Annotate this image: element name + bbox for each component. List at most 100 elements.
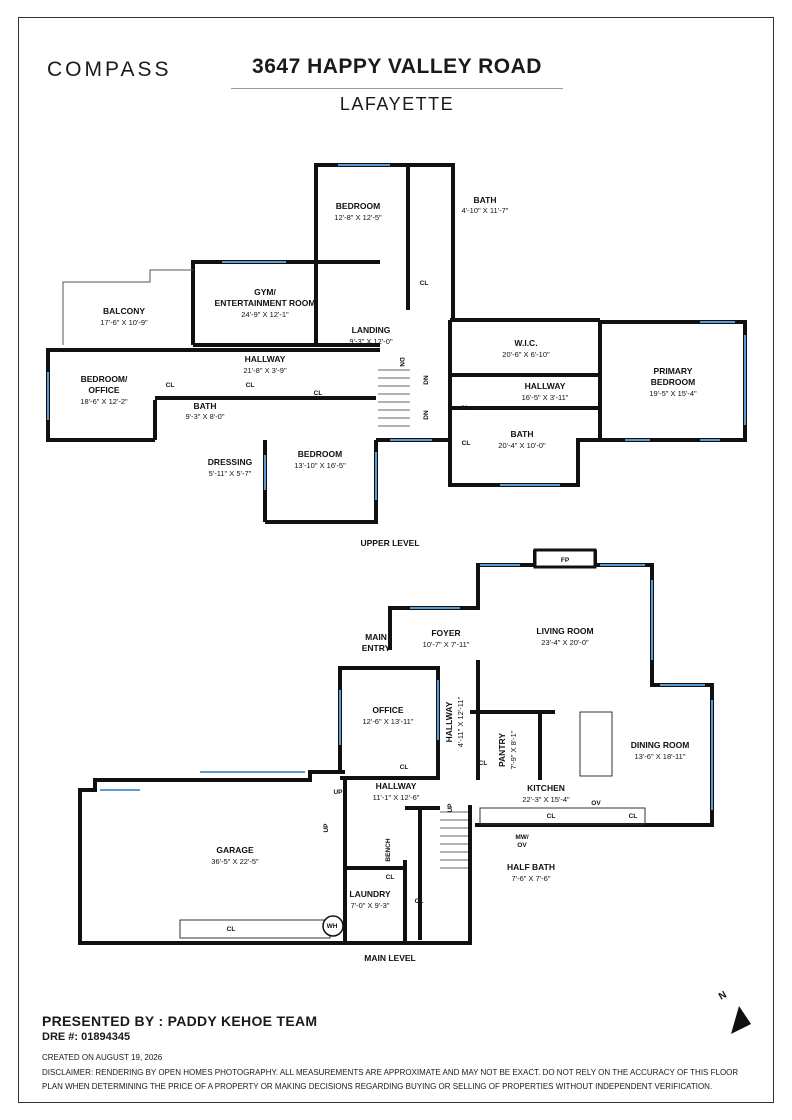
room-name-garage: GARAGE — [216, 845, 254, 855]
north-label: N — [717, 989, 729, 1002]
room-name-hallway-main: HALLWAY — [376, 781, 417, 791]
main-room-labels: MAIN ENTRY FOYER 10'-7" X 7'-11" LIVING … — [211, 557, 689, 963]
room-name-main-entry: MAIN — [365, 632, 387, 642]
closet-label: CL — [629, 813, 638, 820]
closet-label: CL — [400, 764, 409, 771]
room-name-bath-primary: BATH — [511, 429, 534, 439]
stair-up-label: UP — [447, 803, 454, 813]
room-dims-dressing: 5'-11" X 5'-7" — [209, 469, 252, 478]
presented-by: PRESENTED BY : PADDY KEHOE TEAM — [42, 1013, 318, 1029]
room-name-living: LIVING ROOM — [536, 626, 593, 636]
room-dims-bath-top: 4'-10" X 11'-7" — [462, 206, 509, 215]
room-name-hallway-right: HALLWAY — [525, 381, 566, 391]
room-name-office: OFFICE — [372, 705, 403, 715]
room-dims-gym: 24'-9" X 12'-1" — [241, 310, 289, 319]
stair-down-label: DN — [423, 375, 430, 385]
water-heater-label: WH — [327, 923, 338, 930]
fireplace-label: FP — [561, 557, 570, 564]
room-name-laundry: LAUNDRY — [349, 889, 391, 899]
room-name-pantry: PANTRY — [497, 733, 507, 767]
north-arrow: N — [717, 989, 751, 1034]
room-name-main-entry-2: ENTRY — [362, 643, 391, 653]
stair-up-label: UP — [333, 789, 343, 796]
microwave-oven-label-2: OV — [517, 842, 527, 849]
room-dims-primary: 19'-5" X 15'-4" — [649, 389, 697, 398]
microwave-oven-label: MW/ — [515, 834, 529, 841]
closet-label: CL — [386, 874, 395, 881]
closet-label: CL — [420, 280, 429, 287]
upper-windows — [47, 164, 746, 500]
room-dims-bedroom-office: 18'-6" X 12'-2" — [80, 397, 128, 406]
main-level-label: MAIN LEVEL — [364, 953, 415, 963]
closet-label: CL — [314, 390, 323, 397]
oven-label: OV — [591, 800, 601, 807]
fireplace — [533, 548, 597, 569]
room-name-hallway-vertical: HALLWAY — [444, 701, 454, 742]
property-city: LAFAYETTE — [339, 94, 455, 114]
room-dims-dining: 13'-6" X 18'-11" — [635, 752, 686, 761]
closet-label: CL — [246, 382, 255, 389]
room-dims-bedroom-mid: 13'-10" X 16'-5" — [294, 461, 346, 470]
balcony-outline — [62, 269, 193, 345]
room-name-balcony: BALCONY — [103, 306, 145, 316]
room-name-primary: PRIMARY — [654, 366, 693, 376]
room-name-gym-2: ENTERTAINMENT ROOM — [215, 298, 316, 308]
upper-level-walls — [46, 163, 747, 524]
room-dims-balcony: 17'-6" X 10'-9" — [100, 318, 148, 327]
room-dims-bath-left: 9'-3" X 8'-0" — [185, 412, 224, 421]
room-name-hallway-upper: HALLWAY — [245, 354, 286, 364]
created-date: CREATED ON AUGUST 19, 2026 — [42, 1053, 163, 1062]
room-name-bath-left: BATH — [194, 401, 217, 411]
closet-label: CL — [479, 760, 488, 767]
room-dims-half-bath: 7'-6" X 7'-6" — [511, 874, 550, 883]
room-name-bedroom-office: BEDROOM/ — [81, 374, 128, 384]
upper-room-labels: BEDROOM 12'-8" X 12'-5" BATH 4'-10" X 11… — [80, 195, 697, 548]
room-name-bedroom-mid: BEDROOM — [298, 449, 342, 459]
water-heater — [322, 915, 344, 937]
room-dims-pantry: 7'-9" X 8'-1" — [509, 730, 518, 769]
room-dims-hallway-upper: 21'-8" X 3'-9" — [243, 366, 287, 375]
room-dims-kitchen: 22'-3" X 15'-4" — [522, 795, 570, 804]
room-name-wic: W.I.C. — [514, 338, 537, 348]
room-dims-garage: 36'-5" X 22'-5" — [211, 857, 259, 866]
room-name-foyer: FOYER — [431, 628, 460, 638]
room-name-dining: DINING ROOM — [631, 740, 690, 750]
title-divider — [231, 88, 563, 89]
room-dims-bedroom-top: 12'-8" X 12'-5" — [334, 213, 382, 222]
room-name-dressing: DRESSING — [208, 457, 253, 467]
room-name-bedroom-office-2: OFFICE — [88, 385, 119, 395]
room-dims-living: 23'-4" X 20'-0" — [541, 638, 589, 647]
property-address: 3647 HAPPY VALLEY ROAD — [252, 55, 542, 78]
room-name-primary-2: BEDROOM — [651, 377, 695, 387]
page-border — [18, 17, 774, 1103]
room-dims-hallway-main: 11'-1" X 12'-6" — [373, 793, 420, 802]
room-name-gym: GYM/ — [254, 287, 276, 297]
room-name-bath-top: BATH — [474, 195, 497, 205]
room-dims-hallway-vertical: 4'-11" X 12'-11" — [456, 696, 465, 747]
room-name-bedroom-top: BEDROOM — [336, 201, 380, 211]
main-windows — [100, 564, 713, 810]
closet-label: CL — [461, 405, 470, 412]
closet-label: CL — [166, 382, 175, 389]
upper-stairs — [378, 369, 410, 427]
room-dims-laundry: 7'-0" X 9'-3" — [350, 901, 389, 910]
room-name-landing: LANDING — [352, 325, 391, 335]
main-level-walls — [78, 550, 714, 945]
room-dims-wic: 20'-6" X 6'-10" — [502, 350, 550, 359]
disclaimer-text: DISCLAIMER: RENDERING BY OPEN HOMES PHOT… — [42, 1068, 739, 1091]
closet-label: CL — [462, 440, 471, 447]
bench-label: BENCH — [385, 838, 392, 861]
closet-label: CL — [227, 926, 236, 933]
closet-label: CL — [415, 898, 424, 905]
room-name-half-bath: HALF BATH — [507, 862, 555, 872]
stair-up-label: UP — [323, 823, 330, 833]
room-dims-foyer: 10'-7" X 7'-11" — [423, 640, 470, 649]
room-dims-hallway-right: 16'-5" X 3'-11" — [522, 393, 569, 402]
stair-down-label: DN — [423, 410, 430, 420]
upper-level-label: UPPER LEVEL — [360, 538, 419, 548]
kitchen-counters — [179, 711, 646, 939]
main-stairs — [440, 811, 468, 869]
room-dims-landing: 9'-3" X 12'-0" — [349, 337, 393, 346]
dre-number: DRE #: 01894345 — [42, 1031, 131, 1043]
